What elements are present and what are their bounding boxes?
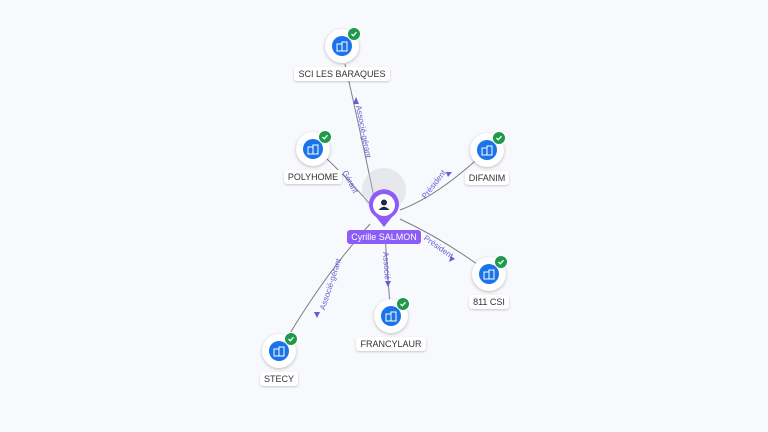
node-polyhome[interactable]: POLYHOME: [253, 130, 373, 190]
node-811-csi[interactable]: 811 CSI: [429, 255, 549, 315]
verified-check-icon: [347, 27, 361, 41]
edge-arrow: [353, 97, 359, 104]
node-stecy[interactable]: STECY: [219, 332, 339, 392]
edge-arrow: [385, 281, 391, 287]
verified-check-icon: [284, 332, 298, 346]
verified-check-icon: [492, 131, 506, 145]
building-icon: [332, 36, 352, 56]
building-icon: [269, 341, 289, 361]
node-sci-les-baraques[interactable]: SCI LES BARAQUES: [282, 27, 402, 87]
center-person-label: Cyrille SALMON: [347, 230, 421, 244]
building-icon: [477, 140, 497, 160]
node-label: DIFANIM: [464, 171, 510, 185]
node-icon-circle: [470, 131, 506, 167]
edge-arrow: [314, 312, 320, 318]
verified-check-icon: [396, 297, 410, 311]
node-francylaur[interactable]: FRANCYLAUR: [331, 297, 451, 357]
node-difanim[interactable]: DIFANIM: [427, 131, 547, 191]
node-label: STECY: [259, 372, 298, 386]
node-icon-circle: [325, 27, 361, 63]
person-pin-icon: [369, 189, 399, 227]
center-person-node[interactable]: Cyrille SALMON: [304, 168, 464, 248]
edge-arrow: [446, 172, 452, 177]
node-label: 811 CSI: [469, 295, 509, 309]
node-label: SCI LES BARAQUES: [294, 67, 390, 81]
node-label: POLYHOME: [283, 170, 343, 184]
node-icon-circle: [374, 297, 410, 333]
verified-check-icon: [494, 255, 508, 269]
building-icon: [479, 264, 499, 284]
building-icon: [303, 139, 323, 159]
building-icon: [381, 306, 401, 326]
node-icon-circle: [472, 255, 508, 291]
verified-check-icon: [318, 130, 332, 144]
node-icon-circle: [262, 332, 298, 368]
edge-arrow: [449, 256, 455, 262]
edge-label-francylaur: Associé: [381, 252, 392, 281]
node-label: FRANCYLAUR: [356, 337, 426, 351]
node-icon-circle: [296, 130, 332, 166]
